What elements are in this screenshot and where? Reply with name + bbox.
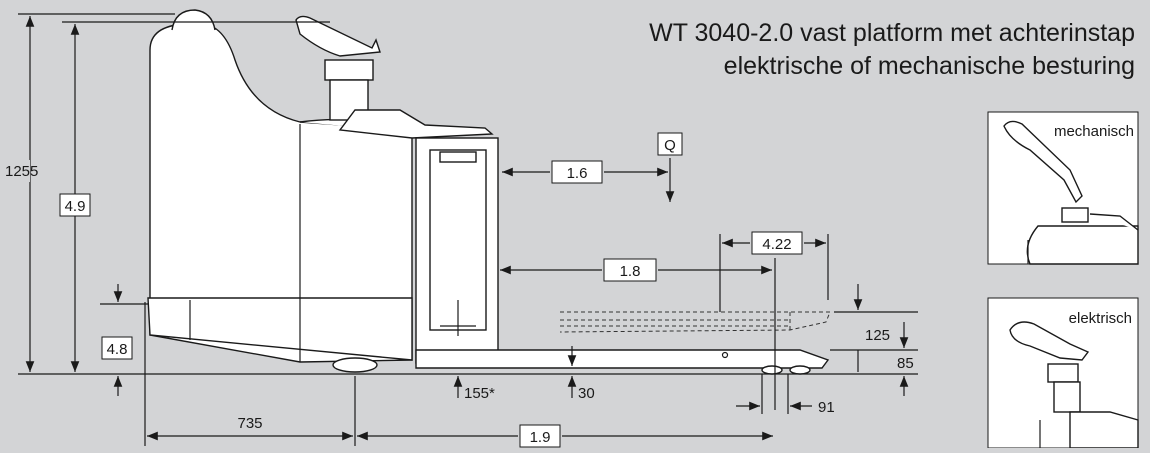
dim-box-4-22 xyxy=(751,231,803,255)
dim-1-6: 1.6 xyxy=(567,165,588,182)
dim-155: 155* xyxy=(464,385,495,402)
dim-125: 125 xyxy=(865,327,890,344)
dim-1-8: 1.8 xyxy=(620,263,641,280)
dim-box-1-8 xyxy=(603,258,657,282)
title-line-2: elektrische of mechanische besturing xyxy=(724,52,1135,80)
dim-box-1-9 xyxy=(519,424,561,448)
dim-4-9: 4.9 xyxy=(65,198,86,215)
inset-electric: elektrisch xyxy=(987,297,1139,449)
inset-mechanical-label: mechanisch xyxy=(1054,123,1134,140)
load-box-q xyxy=(657,132,683,156)
dim-box-4-8 xyxy=(101,336,133,360)
title-line-1: WT 3040-2.0 vast platform met achterinst… xyxy=(649,19,1135,47)
dim-box-4-9 xyxy=(59,193,91,217)
truck-illustration xyxy=(147,9,831,375)
dim-4-8: 4.8 xyxy=(107,341,128,358)
dim-1-9: 1.9 xyxy=(530,429,551,446)
dim-1255: 1255 xyxy=(5,163,38,180)
dim-91: 91 xyxy=(818,399,835,416)
dim-box-1-6 xyxy=(551,160,603,184)
load-q: Q xyxy=(664,137,676,154)
dim-85: 85 xyxy=(897,355,914,372)
inset-mechanical: mechanisch xyxy=(987,111,1139,265)
inset-electric-label: elektrisch xyxy=(1069,310,1132,327)
dim-4-22: 4.22 xyxy=(762,236,791,253)
dim-735: 735 xyxy=(237,415,262,432)
dim-30: 30 xyxy=(578,385,595,402)
